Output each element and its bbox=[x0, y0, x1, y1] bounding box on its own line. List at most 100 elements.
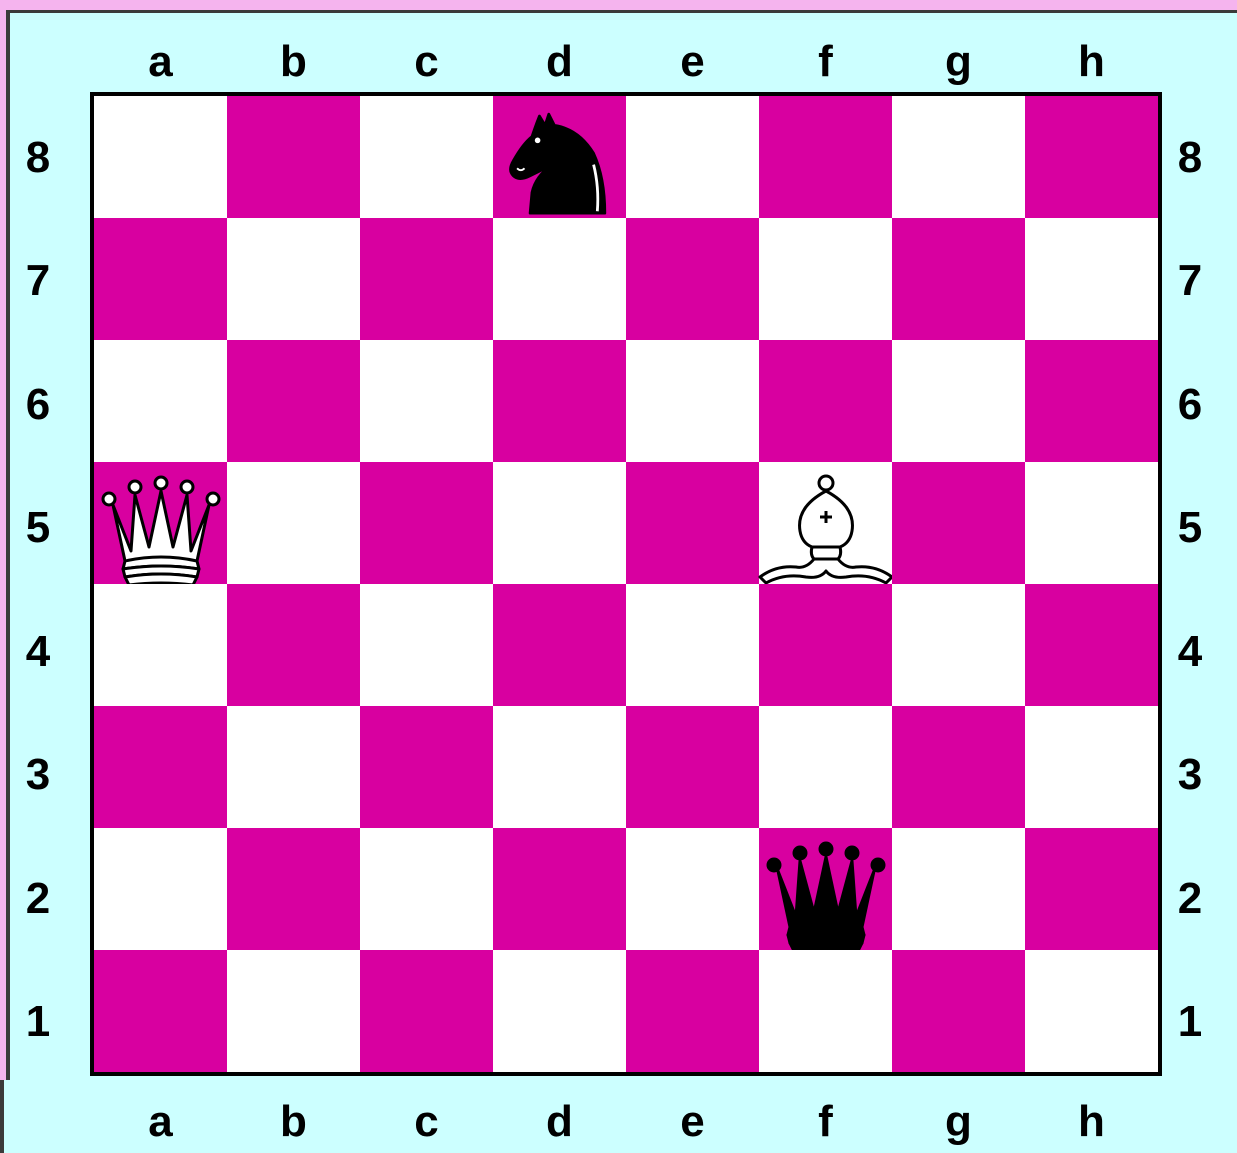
square-d8[interactable] bbox=[493, 96, 626, 218]
square-h6[interactable] bbox=[1025, 340, 1158, 462]
square-d7[interactable] bbox=[493, 218, 626, 340]
square-d1[interactable] bbox=[493, 950, 626, 1072]
square-a3[interactable] bbox=[94, 706, 227, 828]
square-h3[interactable] bbox=[1025, 706, 1158, 828]
square-f8[interactable] bbox=[759, 96, 892, 218]
square-g8[interactable] bbox=[892, 96, 1025, 218]
square-g5[interactable] bbox=[892, 462, 1025, 584]
square-g6[interactable] bbox=[892, 340, 1025, 462]
rank-label-left-3: 3 bbox=[18, 753, 58, 797]
rank-label-left-6: 6 bbox=[18, 383, 58, 427]
square-c1[interactable] bbox=[360, 950, 493, 1072]
square-h1[interactable] bbox=[1025, 950, 1158, 1072]
square-e4[interactable] bbox=[626, 584, 759, 706]
square-h8[interactable] bbox=[1025, 96, 1158, 218]
file-label-top-h: h bbox=[1025, 40, 1158, 84]
file-label-top-g: g bbox=[892, 40, 1025, 84]
file-label-top-e: e bbox=[626, 40, 759, 84]
square-g2[interactable] bbox=[892, 828, 1025, 950]
rank-label-right-5: 5 bbox=[1170, 506, 1210, 550]
file-label-bottom-f: f bbox=[759, 1100, 892, 1144]
black-queen-icon[interactable] bbox=[764, 835, 888, 955]
square-c4[interactable] bbox=[360, 584, 493, 706]
square-a6[interactable] bbox=[94, 340, 227, 462]
rank-label-right-4: 4 bbox=[1170, 630, 1210, 674]
square-f6[interactable] bbox=[759, 340, 892, 462]
square-h2[interactable] bbox=[1025, 828, 1158, 950]
square-c5[interactable] bbox=[360, 462, 493, 584]
white-queen-icon[interactable] bbox=[99, 469, 223, 589]
square-b1[interactable] bbox=[227, 950, 360, 1072]
square-f2[interactable] bbox=[759, 828, 892, 950]
square-b8[interactable] bbox=[227, 96, 360, 218]
white-bishop-icon[interactable] bbox=[756, 473, 896, 593]
square-b3[interactable] bbox=[227, 706, 360, 828]
square-d5[interactable] bbox=[493, 462, 626, 584]
square-b2[interactable] bbox=[227, 828, 360, 950]
square-b6[interactable] bbox=[227, 340, 360, 462]
square-e8[interactable] bbox=[626, 96, 759, 218]
square-b7[interactable] bbox=[227, 218, 360, 340]
square-e1[interactable] bbox=[626, 950, 759, 1072]
square-g7[interactable] bbox=[892, 218, 1025, 340]
file-label-top-d: d bbox=[493, 40, 626, 84]
file-label-bottom-h: h bbox=[1025, 1100, 1158, 1144]
square-a4[interactable] bbox=[94, 584, 227, 706]
square-h5[interactable] bbox=[1025, 462, 1158, 584]
square-e5[interactable] bbox=[626, 462, 759, 584]
square-e2[interactable] bbox=[626, 828, 759, 950]
file-label-top-f: f bbox=[759, 40, 892, 84]
file-label-bottom-g: g bbox=[892, 1100, 1025, 1144]
file-label-top-a: a bbox=[94, 40, 227, 84]
square-a8[interactable] bbox=[94, 96, 227, 218]
rank-label-left-7: 7 bbox=[18, 259, 58, 303]
square-g3[interactable] bbox=[892, 706, 1025, 828]
file-label-bottom-d: d bbox=[493, 1100, 626, 1144]
file-label-top-b: b bbox=[227, 40, 360, 84]
rank-label-left-5: 5 bbox=[18, 506, 58, 550]
square-d2[interactable] bbox=[493, 828, 626, 950]
file-label-bottom-c: c bbox=[360, 1100, 493, 1144]
square-b4[interactable] bbox=[227, 584, 360, 706]
square-d3[interactable] bbox=[493, 706, 626, 828]
square-f1[interactable] bbox=[759, 950, 892, 1072]
rank-label-left-2: 2 bbox=[18, 877, 58, 921]
square-g1[interactable] bbox=[892, 950, 1025, 1072]
square-a5[interactable] bbox=[94, 462, 227, 584]
file-label-bottom-e: e bbox=[626, 1100, 759, 1144]
rank-label-right-2: 2 bbox=[1170, 877, 1210, 921]
square-b5[interactable] bbox=[227, 462, 360, 584]
square-e3[interactable] bbox=[626, 706, 759, 828]
square-c3[interactable] bbox=[360, 706, 493, 828]
rank-label-right-8: 8 bbox=[1170, 136, 1210, 180]
file-label-bottom-b: b bbox=[227, 1100, 360, 1144]
square-e7[interactable] bbox=[626, 218, 759, 340]
rank-label-left-4: 4 bbox=[18, 630, 58, 674]
black-knight-icon[interactable] bbox=[504, 101, 616, 217]
square-h4[interactable] bbox=[1025, 584, 1158, 706]
rank-label-right-7: 7 bbox=[1170, 259, 1210, 303]
square-e6[interactable] bbox=[626, 340, 759, 462]
file-label-bottom-a: a bbox=[94, 1100, 227, 1144]
square-h7[interactable] bbox=[1025, 218, 1158, 340]
square-f3[interactable] bbox=[759, 706, 892, 828]
square-f4[interactable] bbox=[759, 584, 892, 706]
square-c8[interactable] bbox=[360, 96, 493, 218]
square-d4[interactable] bbox=[493, 584, 626, 706]
chessboard bbox=[90, 92, 1162, 1076]
square-a1[interactable] bbox=[94, 950, 227, 1072]
square-c7[interactable] bbox=[360, 218, 493, 340]
square-c6[interactable] bbox=[360, 340, 493, 462]
rank-label-right-3: 3 bbox=[1170, 753, 1210, 797]
square-c2[interactable] bbox=[360, 828, 493, 950]
rank-label-left-1: 1 bbox=[18, 1000, 58, 1044]
square-a7[interactable] bbox=[94, 218, 227, 340]
rank-label-right-6: 6 bbox=[1170, 383, 1210, 427]
square-f5[interactable] bbox=[759, 462, 892, 584]
square-d6[interactable] bbox=[493, 340, 626, 462]
rank-label-right-1: 1 bbox=[1170, 1000, 1210, 1044]
file-label-top-c: c bbox=[360, 40, 493, 84]
square-a2[interactable] bbox=[94, 828, 227, 950]
square-f7[interactable] bbox=[759, 218, 892, 340]
square-g4[interactable] bbox=[892, 584, 1025, 706]
